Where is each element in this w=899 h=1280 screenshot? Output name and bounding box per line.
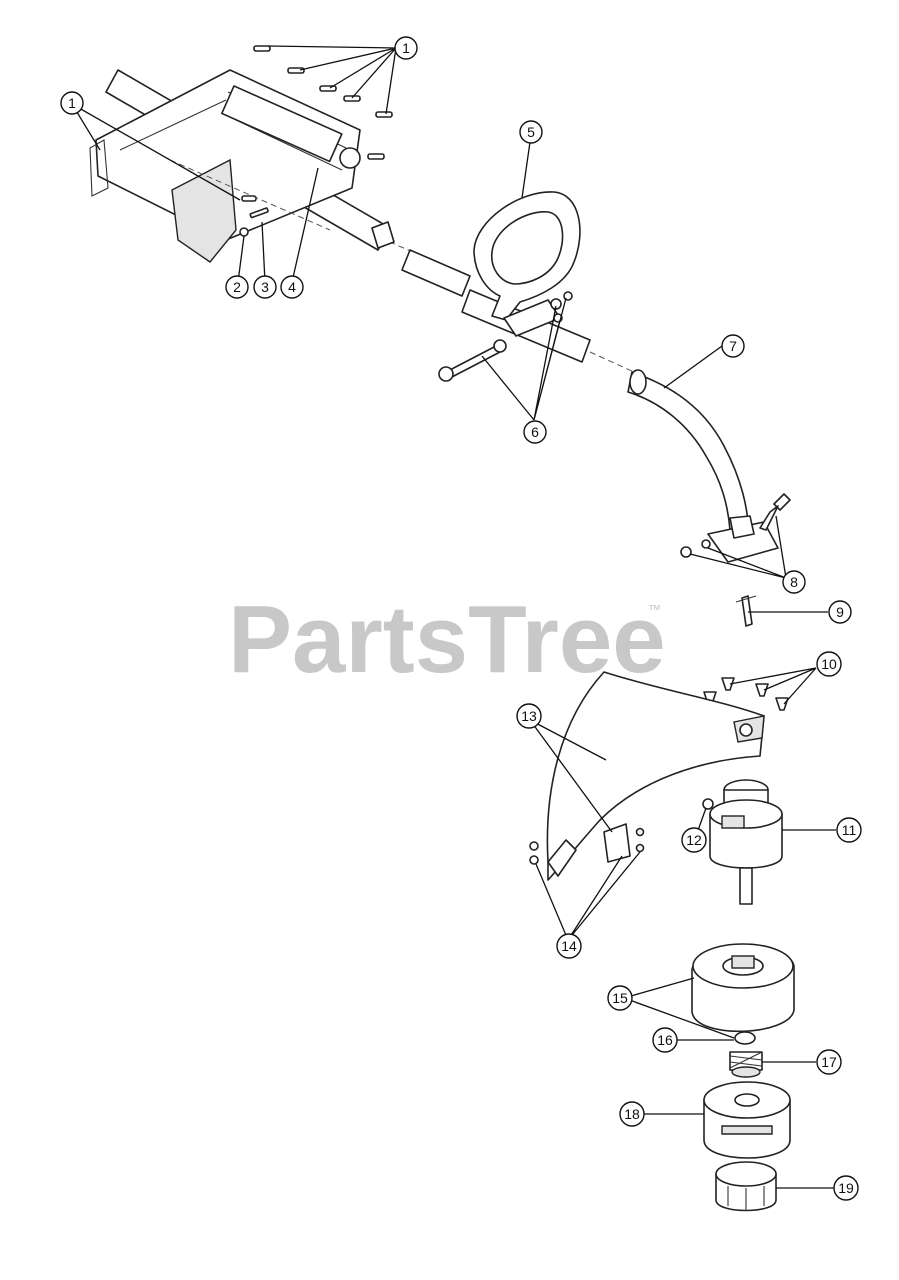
lower-curved-tube (627, 369, 779, 563)
callout-2: 2 (225, 275, 249, 299)
mount-bolts (680, 493, 791, 558)
callout-4: 4 (280, 275, 304, 299)
callout-7: 7 (721, 334, 745, 358)
callout-17-label: 17 (821, 1054, 837, 1070)
callout-6-label: 6 (531, 424, 539, 440)
housing-screws (241, 45, 393, 202)
callout-7-label: 7 (729, 338, 737, 354)
callout-13-label: 13 (521, 708, 537, 724)
callout-13: 13 (516, 703, 542, 729)
spool (703, 1081, 791, 1159)
callout-10-label: 10 (821, 656, 837, 672)
callout-3-label: 3 (261, 279, 269, 295)
callout-14: 14 (556, 933, 582, 959)
callout-9-label: 9 (836, 604, 844, 620)
callout-9: 9 (828, 600, 852, 624)
watermark-trademark: ™ (648, 602, 661, 617)
watermark: PartsTree ™ (228, 586, 666, 693)
callout-1a: 1 (394, 36, 418, 60)
assist-handle (473, 191, 581, 337)
callout-8: 8 (782, 570, 806, 594)
watermark-text: PartsTree (228, 586, 666, 693)
washer (734, 1031, 756, 1045)
callout-19: 19 (833, 1175, 859, 1201)
callout-18-label: 18 (624, 1106, 640, 1122)
callout-6: 6 (523, 420, 547, 444)
debris-shield (529, 671, 765, 881)
callout-19-label: 19 (838, 1180, 854, 1196)
callout-1a-label: 1 (402, 40, 410, 56)
callout-14-label: 14 (561, 938, 577, 954)
callout-1b: 1 (60, 91, 84, 115)
gear-head (709, 779, 783, 905)
callout-18: 18 (619, 1101, 645, 1127)
callout-16-label: 16 (657, 1032, 673, 1048)
callout-5: 5 (519, 120, 543, 144)
callout-8-label: 8 (790, 574, 798, 590)
callout-12: 12 (681, 827, 707, 853)
callout-2-label: 2 (233, 279, 241, 295)
callout-1b-label: 1 (68, 95, 76, 111)
callout-4-label: 4 (288, 279, 296, 295)
callout-10: 10 (816, 651, 842, 677)
gear-screw (702, 798, 714, 810)
callout-12-label: 12 (686, 832, 702, 848)
pin (735, 595, 757, 627)
spring (729, 1051, 763, 1078)
leader-lines (71, 45, 836, 1189)
callout-5-label: 5 (527, 124, 535, 140)
callout-11-label: 11 (842, 822, 857, 838)
handle-bolt-set (438, 291, 573, 382)
callout-15-label: 15 (612, 990, 628, 1006)
callout-16: 16 (652, 1027, 678, 1053)
callout-17: 17 (816, 1049, 842, 1075)
callout-15: 15 (607, 985, 633, 1011)
throttle-housing-assembly (89, 45, 393, 263)
callout-11: 11 (836, 817, 862, 843)
bump-knob (715, 1161, 777, 1212)
callout-3: 3 (253, 275, 277, 299)
trimmer-head-housing (691, 943, 795, 1033)
